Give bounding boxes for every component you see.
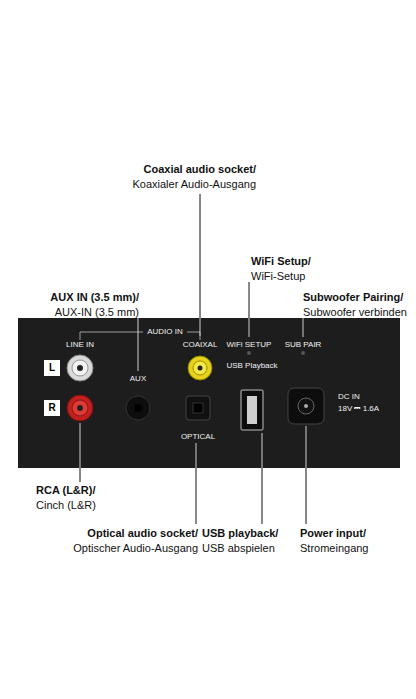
leader-line [196, 443, 197, 468]
dc-barrel [298, 398, 314, 414]
panel-marking: AUDIO IN [147, 327, 183, 337]
callout-label: Power input/ [300, 527, 366, 540]
sub-pair-button [301, 351, 305, 355]
rca-left-ring [72, 360, 88, 376]
rca-right-ring [72, 400, 88, 416]
rear-panel [18, 318, 400, 468]
leader-line [262, 468, 263, 524]
coaxial-ring [193, 361, 207, 375]
rca-left-jack [67, 355, 93, 381]
panel-marking: WiFi SETUP [227, 340, 272, 350]
leader-line [80, 423, 81, 468]
leader-line [262, 433, 263, 468]
leader-line [249, 282, 250, 318]
panel-marking: OPTICAL [181, 432, 215, 442]
callout-label: Subwoofer verbinden [303, 306, 407, 319]
panel-marking: DC IN [338, 392, 360, 402]
panel-marking: SUB PAIR [285, 340, 322, 350]
callout-label: Optical audio socket/ [87, 527, 198, 540]
leader-line [306, 468, 307, 524]
panel-marking: LINE IN [66, 340, 94, 350]
panel-marking: COAIXAL [183, 340, 218, 350]
wifi-setup-button [247, 351, 251, 355]
callout-label: Optischer Audio-Ausgang [73, 542, 198, 555]
usb-tongue [247, 396, 257, 424]
optical-port [193, 403, 203, 413]
callout-label: WiFi Setup/ [251, 255, 311, 268]
callout-label: Subwoofer Pairing/ [303, 291, 403, 304]
leader-line [200, 194, 201, 318]
callout-label: Stromeingang [300, 542, 369, 555]
callout-label: RCA (L&R)/ [36, 484, 95, 497]
leader-line [138, 318, 139, 371]
callout-label: Koaxialer Audio-Ausgang [132, 178, 256, 191]
rca-left-pin [77, 365, 83, 371]
panel-marking: AUX [130, 374, 146, 384]
channel-letter: R [44, 400, 60, 416]
callout-label: AUX IN (3.5 mm)/ [50, 291, 139, 304]
leader-line [80, 468, 81, 482]
rca-right-jack [67, 395, 93, 421]
leader-line [200, 318, 201, 336]
leader-line [306, 426, 307, 468]
coaxial-jack [188, 356, 212, 380]
leader-line [196, 468, 197, 524]
optical-socket [186, 396, 210, 420]
callout-label: Cinch (L&R) [36, 499, 96, 512]
panel-marking: 18V ⎓ 1.6A [338, 404, 379, 414]
callout-label: Coaxial audio socket/ [144, 163, 256, 176]
channel-marker-box: R [44, 400, 60, 416]
leader-line [249, 318, 250, 337]
callout-label: USB playback/ [202, 527, 278, 540]
leader-line [303, 318, 304, 337]
dc-socket [288, 388, 324, 424]
callout-label: WiFi-Setup [251, 270, 305, 283]
usb-port [241, 390, 263, 430]
coaxial-pin [198, 366, 203, 371]
channel-marker-box: L [44, 360, 60, 376]
channel-letter: L [44, 360, 60, 376]
rca-right-pin [77, 405, 83, 411]
callout-label: AUX-IN (3.5 mm) [55, 306, 139, 319]
aux-hole [134, 404, 142, 412]
dc-pin [304, 404, 308, 408]
panel-marking: USB Playback [226, 361, 277, 371]
callout-label: USB abspielen [202, 542, 275, 555]
aux-jack [126, 396, 150, 420]
